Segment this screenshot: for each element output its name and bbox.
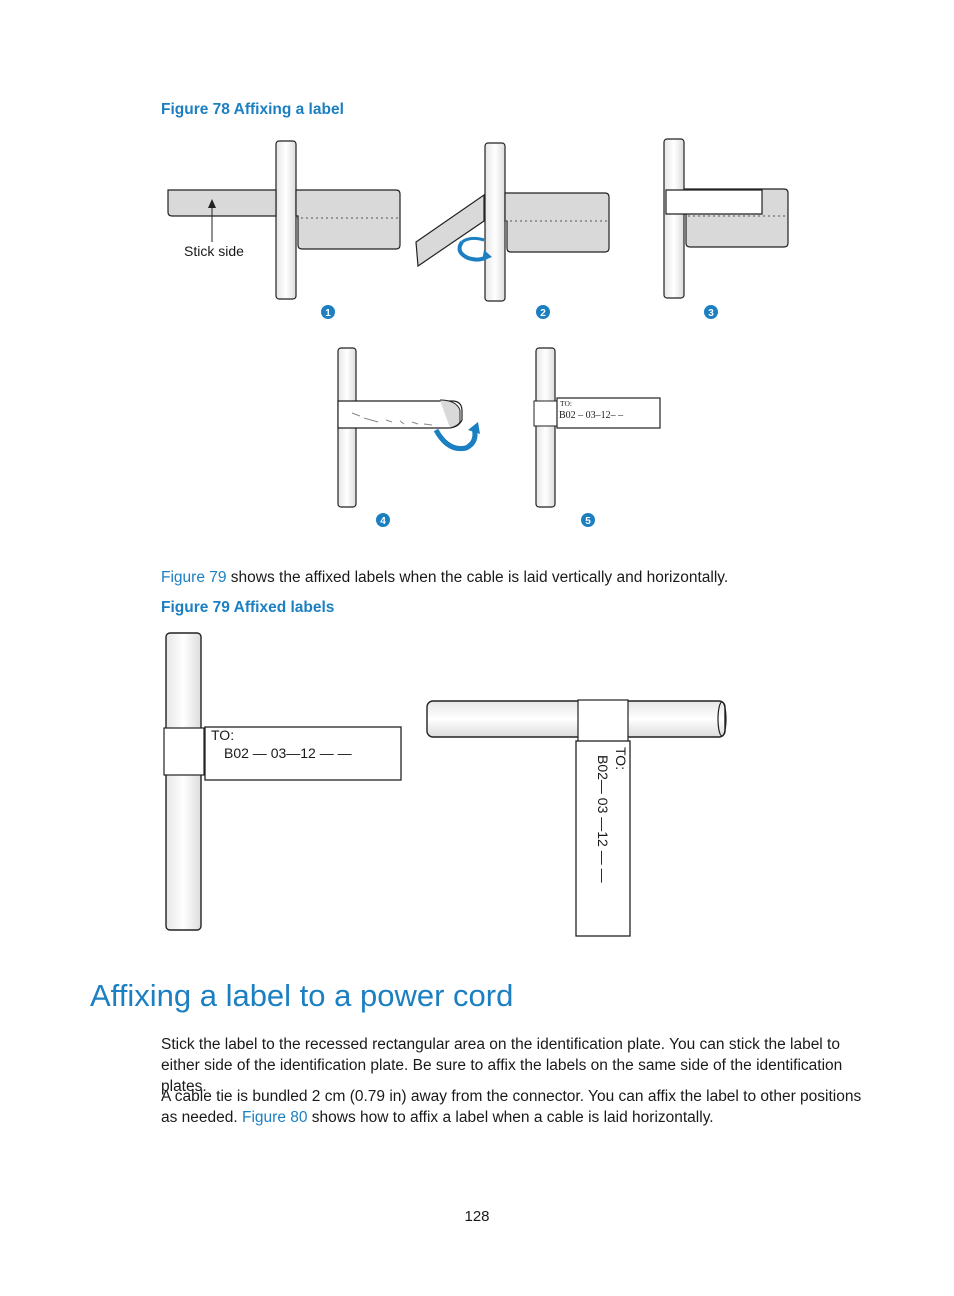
step-badge bbox=[376, 513, 390, 527]
step-badge bbox=[704, 305, 718, 319]
step-5-diagram: TO: B02 – 03–12– – 5 bbox=[533, 347, 661, 527]
figure-80-link[interactable]: Figure 80 bbox=[242, 1109, 308, 1126]
step-number-4: 4 bbox=[380, 516, 386, 527]
label-strip bbox=[167, 189, 277, 217]
stick-side-label: Stick side bbox=[184, 243, 244, 259]
step-4-diagram: 4 bbox=[337, 347, 480, 527]
figure-79-link[interactable]: Figure 79 bbox=[161, 569, 227, 586]
figure-79-caption: Figure 79 Affixed labels bbox=[161, 599, 335, 616]
step-badge bbox=[581, 513, 595, 527]
label-strip-wrapping bbox=[415, 193, 485, 268]
step-badge bbox=[536, 305, 550, 319]
label-fold-edge bbox=[439, 399, 461, 429]
label-marks bbox=[351, 412, 433, 426]
figure-78-caption: Figure 78 Affixing a label bbox=[161, 101, 344, 118]
paragraph-2: A cable tie is bundled 2 cm (0.79 in) aw… bbox=[161, 1086, 871, 1128]
step-number-3: 3 bbox=[708, 308, 714, 319]
paragraph-2-text-a: A cable tie is bundled 2 cm (0.79 in) aw… bbox=[161, 1088, 862, 1126]
cable-pole bbox=[275, 140, 297, 300]
paragraph-1: Stick the label to the recessed rectangu… bbox=[161, 1036, 843, 1095]
cable-pole bbox=[663, 138, 685, 299]
paragraph-2-text-b: shows how to affix a label when a cable … bbox=[307, 1109, 714, 1126]
cable-pole bbox=[535, 347, 556, 508]
arrow-head bbox=[208, 199, 216, 208]
step-badge bbox=[321, 305, 335, 319]
step-2-diagram: 2 bbox=[415, 142, 610, 319]
step-number-2: 2 bbox=[540, 308, 546, 319]
intro-text: shows the affixed labels when the cable … bbox=[226, 569, 729, 586]
step-3-diagram: 3 bbox=[663, 138, 789, 319]
step-1-diagram: Stick side 1 bbox=[167, 140, 401, 319]
label-code-text: B02 – 03–12– – bbox=[559, 410, 624, 421]
step-number-5: 5 bbox=[585, 516, 591, 527]
rotate-arrow-head bbox=[482, 250, 492, 261]
rotate-arrow-back bbox=[461, 236, 485, 244]
fold-arrow-head bbox=[468, 422, 480, 434]
label-wrap-band bbox=[533, 400, 558, 427]
intro-paragraph: Figure 79 shows the affixed labels when … bbox=[161, 567, 871, 588]
section-title: Affixing a label to a power cord bbox=[90, 978, 514, 1013]
label-plate bbox=[295, 189, 401, 250]
label-plate bbox=[504, 192, 610, 253]
fold-arrow bbox=[433, 427, 478, 452]
label-to-text: TO: bbox=[560, 399, 572, 408]
affixed-label bbox=[556, 397, 661, 429]
page-number: 128 bbox=[464, 1208, 490, 1225]
step-number-1: 1 bbox=[325, 308, 331, 319]
cable-pole bbox=[484, 142, 506, 302]
label-strip-wrapped bbox=[665, 189, 763, 215]
